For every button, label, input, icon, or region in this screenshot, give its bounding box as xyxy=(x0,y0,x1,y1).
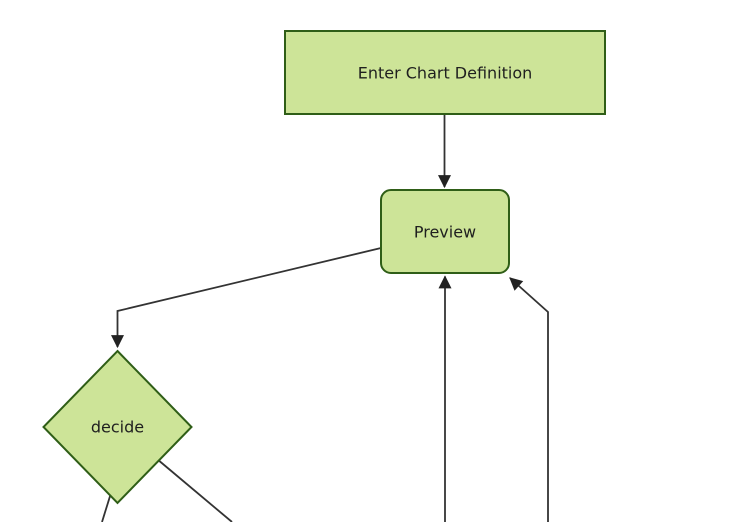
edge-decide-to-offscreen-left xyxy=(101,492,112,522)
edge-preview-to-decide xyxy=(111,247,382,349)
edge-layer xyxy=(101,113,549,522)
node-decide xyxy=(42,349,193,505)
node-enter-chart-definition-label: Enter Chart Definition xyxy=(358,64,533,83)
node-preview-label: Preview xyxy=(414,223,476,242)
node-preview xyxy=(380,189,510,274)
label-layer: Enter Chart Definition Preview decide xyxy=(91,64,532,437)
node-decide-label: decide xyxy=(91,418,144,437)
edge-decide-to-offscreen-right xyxy=(156,458,233,522)
edge-offscreen-right-to-preview xyxy=(509,277,549,522)
node-enter-chart-definition xyxy=(284,30,606,115)
node-layer xyxy=(42,30,606,505)
